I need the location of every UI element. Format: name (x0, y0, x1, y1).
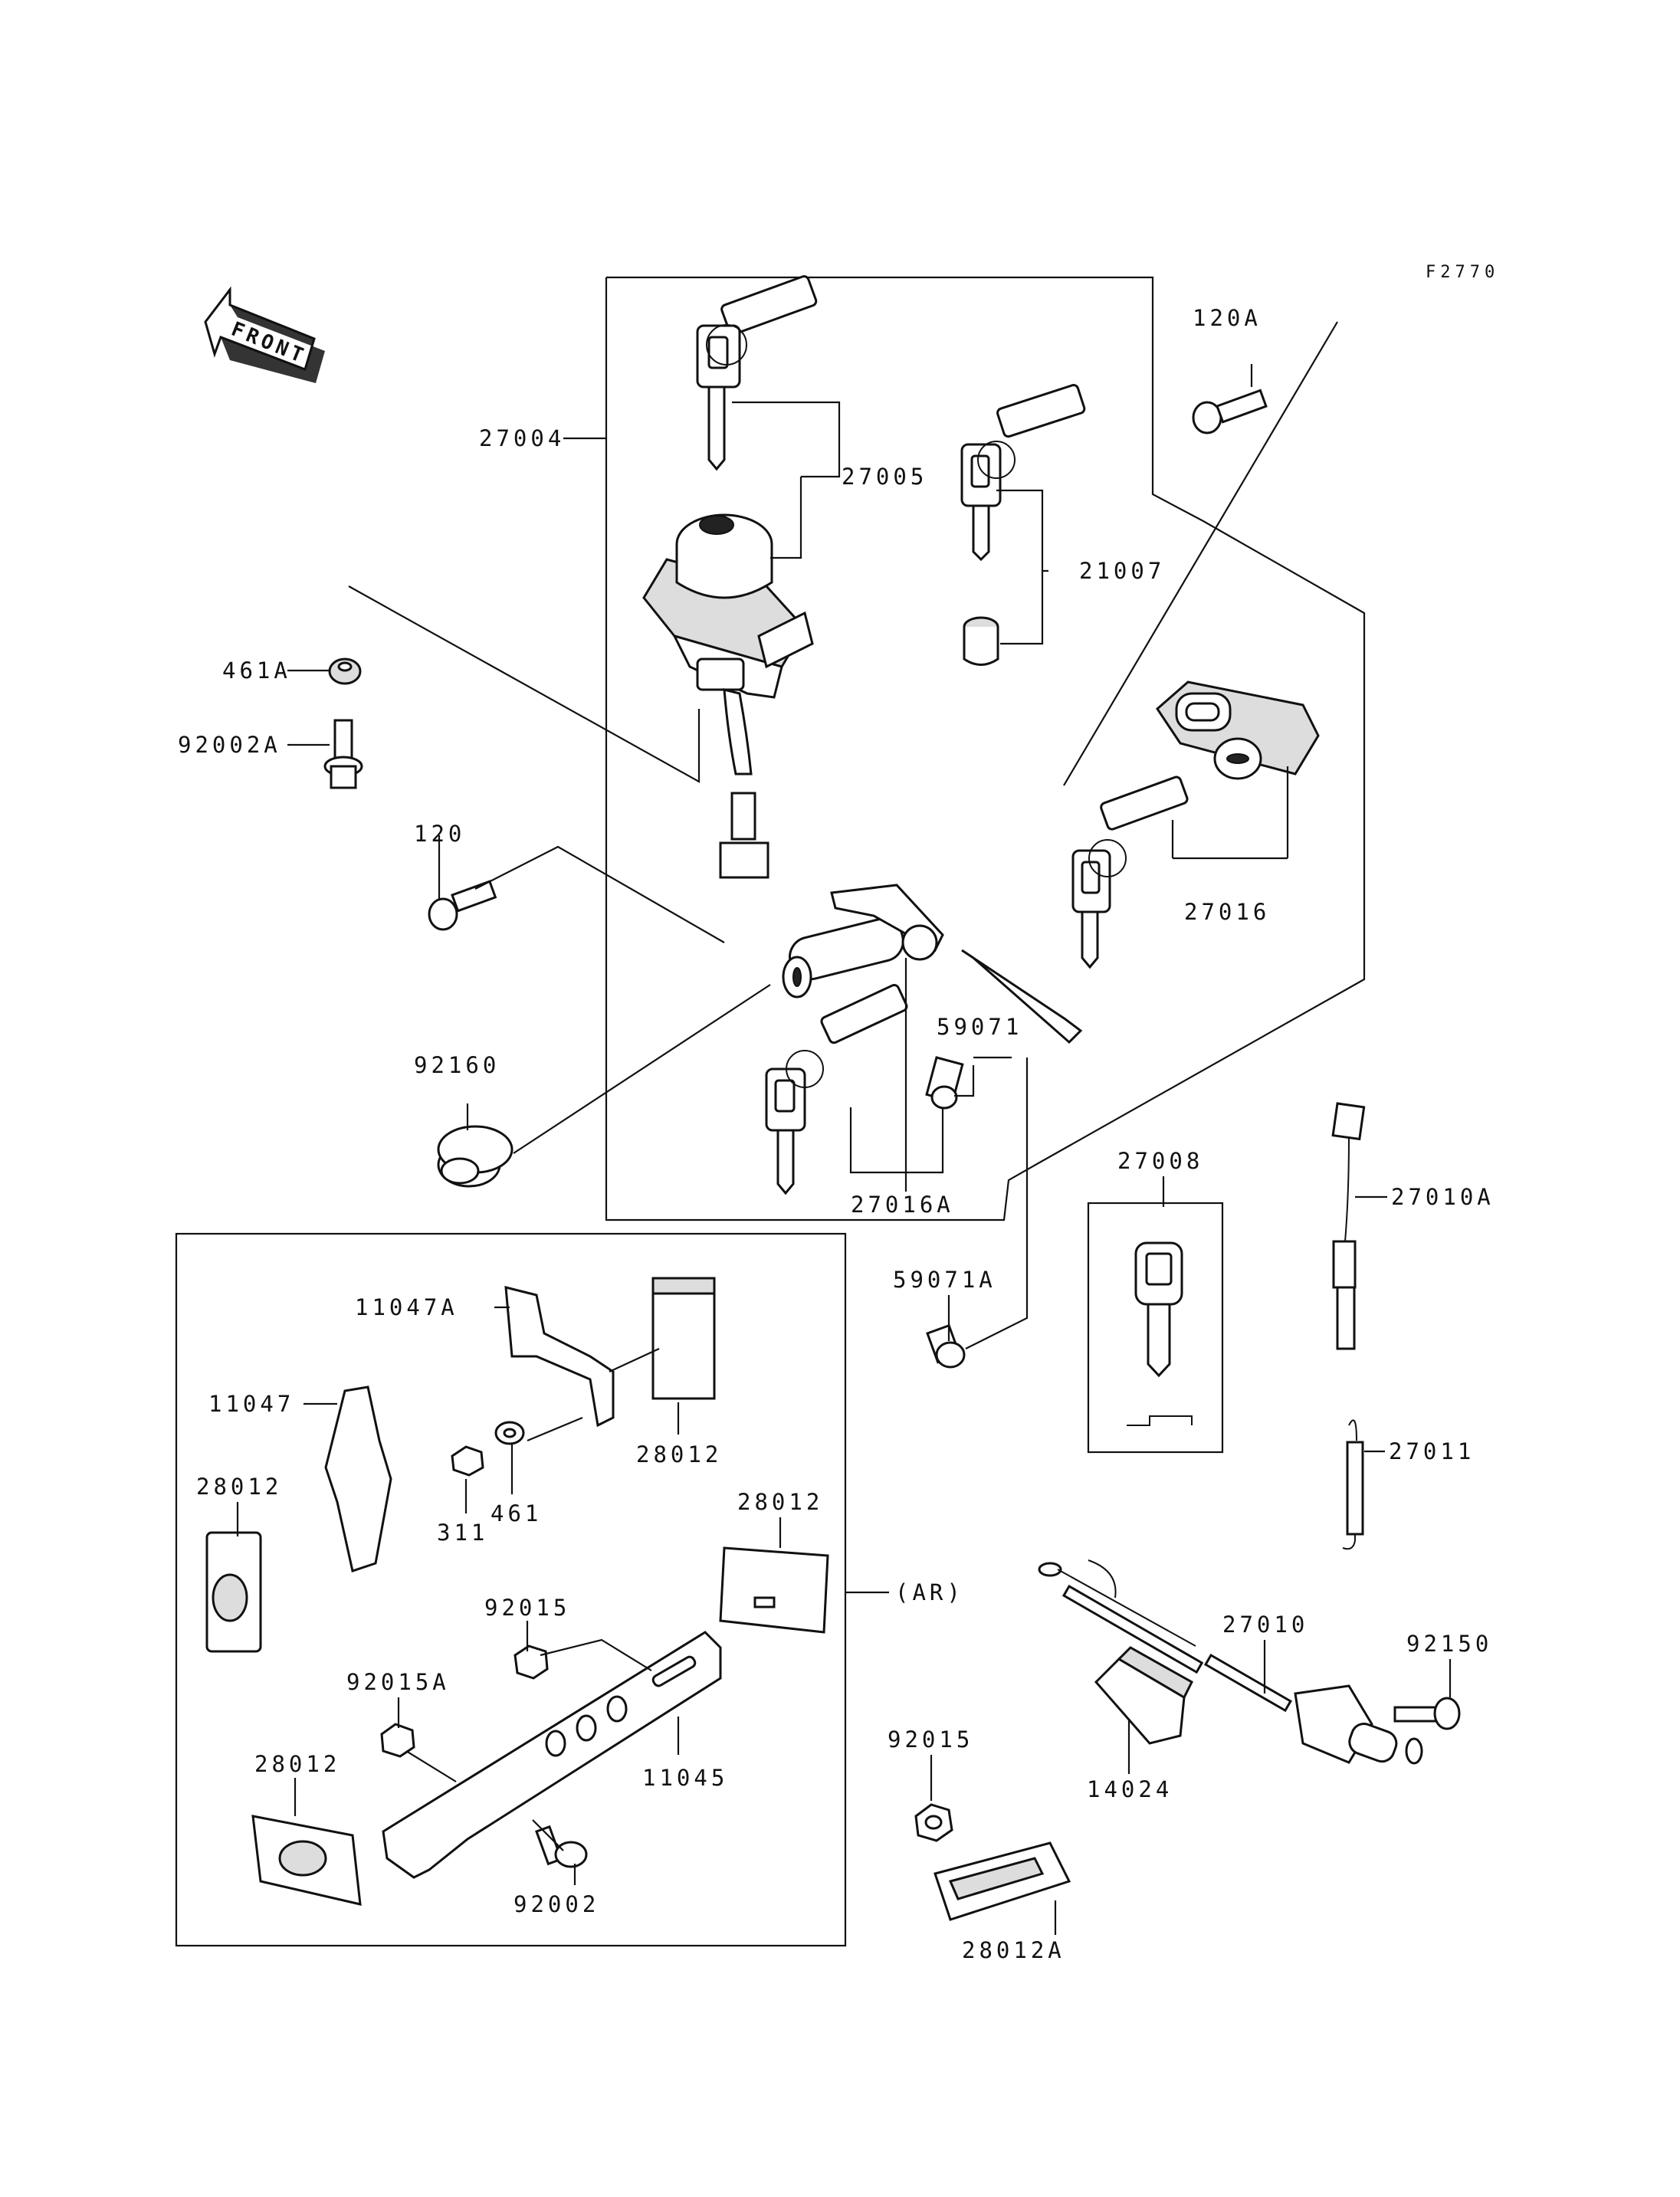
reflector-inset-box (175, 1232, 847, 1947)
key-set-27016a-icon (765, 983, 908, 1195)
callout-27016a: 27016A (851, 1192, 954, 1218)
bracket-11047a-icon (504, 1286, 615, 1428)
nut-92015-right-icon (914, 1803, 953, 1842)
callout-27011: 27011 (1389, 1438, 1475, 1464)
callout-27008: 27008 (1117, 1148, 1203, 1174)
grommet-92160-icon (437, 1125, 514, 1188)
key-tag-27008-icon (1127, 1241, 1193, 1426)
callout-21007: 21007 (1079, 558, 1165, 584)
nut-311-icon (451, 1445, 484, 1477)
callout-92002a: 92002A (178, 732, 281, 758)
bolt-120a-icon (1192, 389, 1268, 434)
reflector-28012-left-bottom-icon (251, 1815, 362, 1906)
callout-92015-right: 92015 (888, 1726, 973, 1753)
key-set-21007-icon (960, 384, 1086, 666)
callout-461: 461 (491, 1500, 542, 1526)
reflector-28012-right-icon (651, 1277, 716, 1400)
figure-code: F2770 (1426, 263, 1499, 282)
washer-461a-icon (328, 657, 362, 685)
callout-92002: 92002 (514, 1891, 599, 1917)
callout-27010: 27010 (1222, 1612, 1308, 1638)
callout-28012-mid: 28012 (737, 1489, 823, 1515)
callout-461a: 461A (222, 657, 291, 684)
callout-14024: 14024 (1087, 1776, 1173, 1802)
callout-28012-left-top: 28012 (196, 1474, 282, 1500)
switch-27010-icon (1038, 1559, 1423, 1765)
reflector-28012-left-top-icon (205, 1531, 262, 1653)
assembly-outline-27004 (605, 276, 1366, 1221)
front-direction-arrow-icon: FRONT (204, 286, 325, 383)
callout-27016: 27016 (1184, 899, 1270, 925)
callout-59071: 59071 (937, 1014, 1022, 1040)
bolt-92150-icon (1393, 1697, 1461, 1730)
bracket-11047-icon (324, 1385, 392, 1572)
bolt-92002-icon (535, 1825, 588, 1868)
callout-92015: 92015 (484, 1595, 570, 1621)
callout-27010a: 27010A (1391, 1184, 1495, 1210)
callout-11047: 11047 (208, 1391, 294, 1417)
nut-92015-icon (514, 1644, 549, 1680)
callout-labels: 27004 27005 21007 120A 461A 92002A 120 2… (178, 305, 1495, 1963)
clamp-59071a-icon (926, 1323, 966, 1369)
nut-92015a-icon (380, 1723, 415, 1758)
bolt-120-icon (428, 880, 497, 931)
callout-27005: 27005 (842, 464, 927, 490)
callout-ar: (AR) (895, 1579, 964, 1605)
callout-28012-left-bottom: 28012 (254, 1751, 340, 1777)
callout-311: 311 (437, 1520, 488, 1546)
cover-14024-icon (1094, 1646, 1193, 1745)
bolt-92002a-icon (323, 719, 363, 789)
callout-92160: 92160 (414, 1052, 500, 1078)
key-set-27005-icon (696, 275, 818, 471)
callout-28012-right-plate: 28012 (636, 1441, 722, 1467)
seat-lock-cylinder-icon (782, 884, 1083, 1044)
callout-59071a: 59071A (893, 1267, 996, 1293)
reflector-28012-mid-icon (719, 1546, 829, 1634)
callout-27004: 27004 (479, 425, 565, 451)
callout-92015a: 92015A (346, 1669, 450, 1695)
bracket-11045-icon (382, 1631, 722, 1879)
callout-11045: 11045 (642, 1765, 728, 1791)
helmet-lock-27016-icon (1071, 680, 1320, 969)
washer-461-icon (494, 1421, 525, 1445)
ignition-switch-icon (642, 513, 814, 879)
callout-120: 120 (414, 821, 465, 847)
subgroup-outline-27016 (1063, 321, 1338, 786)
spring-27011-icon (1342, 1419, 1364, 1550)
leader-lines (236, 364, 1452, 1935)
reflector-28012a-icon (934, 1841, 1071, 1921)
callout-92150: 92150 (1406, 1631, 1492, 1657)
clamp-59071-icon (925, 1056, 964, 1110)
key-tag-box-27008 (1087, 1202, 1224, 1454)
callout-11047a: 11047A (355, 1294, 458, 1320)
callout-28012a: 28012A (962, 1937, 1065, 1963)
callout-120a: 120A (1193, 305, 1262, 331)
sensor-27010a-icon (1331, 1102, 1366, 1350)
